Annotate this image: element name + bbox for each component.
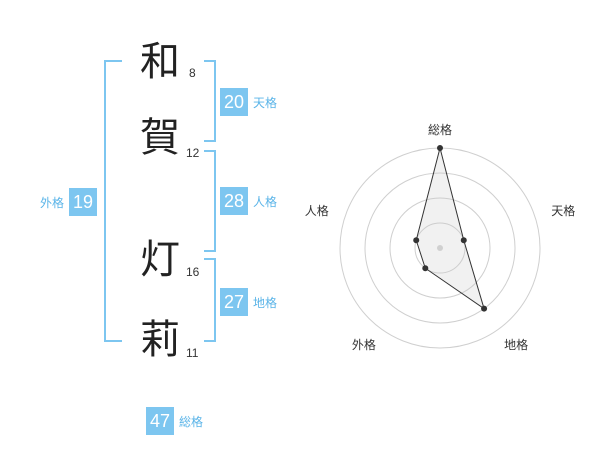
- radar-center-dot: [437, 245, 443, 251]
- radar-axis-label-5: 人格: [305, 203, 329, 218]
- name-char-1: 和: [140, 39, 180, 85]
- gaikaku-value: 19: [69, 188, 98, 216]
- radar-data-polygon: [415, 147, 485, 310]
- jinkaku-score: 28 人格: [220, 187, 277, 215]
- stroke-count-2: 12: [186, 146, 200, 160]
- chikaku-bracket: [204, 258, 216, 342]
- jinkaku-value: 28: [220, 187, 248, 215]
- gaikaku-bracket: [104, 60, 122, 342]
- radar-axis-label-2: 天格: [551, 203, 575, 218]
- radar-axis-label-4: 外格: [352, 337, 376, 352]
- stroke-count-1: 8: [189, 66, 196, 80]
- radar-ring: [414, 222, 466, 274]
- radar-ring: [389, 197, 491, 299]
- stroke-count-3: 16: [186, 265, 200, 279]
- radar-point-2: [460, 237, 467, 244]
- soukaku-label: 総格: [179, 414, 204, 429]
- name-char-4: 莉: [140, 317, 180, 363]
- chikaku-score: 27 地格: [220, 288, 277, 316]
- name-char-2: 賀: [140, 115, 180, 161]
- jinkaku-bracket: [204, 150, 216, 252]
- jinkaku-label: 人格: [253, 194, 278, 209]
- tenkaku-value: 20: [220, 88, 248, 116]
- name-char-3: 灯: [140, 237, 180, 283]
- stroke-count-4: 11: [186, 346, 199, 360]
- radar-point-5: [413, 237, 420, 244]
- gaikaku-label: 外格: [40, 195, 65, 210]
- tenkaku-label: 天格: [253, 95, 278, 110]
- radar-point-3: [481, 305, 488, 312]
- chikaku-label: 地格: [253, 295, 278, 310]
- radar-point-1: [437, 145, 443, 151]
- radar-axis-label-3: 地格: [504, 337, 528, 352]
- radar-axis-label-1: 総格: [428, 122, 452, 137]
- radar-ring: [364, 172, 516, 324]
- radar-point-4: [422, 265, 429, 272]
- soukaku-value: 47: [146, 407, 174, 435]
- tenkaku-score: 20 天格: [220, 88, 277, 116]
- chikaku-value: 27: [220, 288, 248, 316]
- soukaku-score: 47 総格: [146, 407, 203, 435]
- gaikaku-score: 外格 19: [40, 188, 98, 216]
- tenkaku-bracket: [204, 60, 216, 142]
